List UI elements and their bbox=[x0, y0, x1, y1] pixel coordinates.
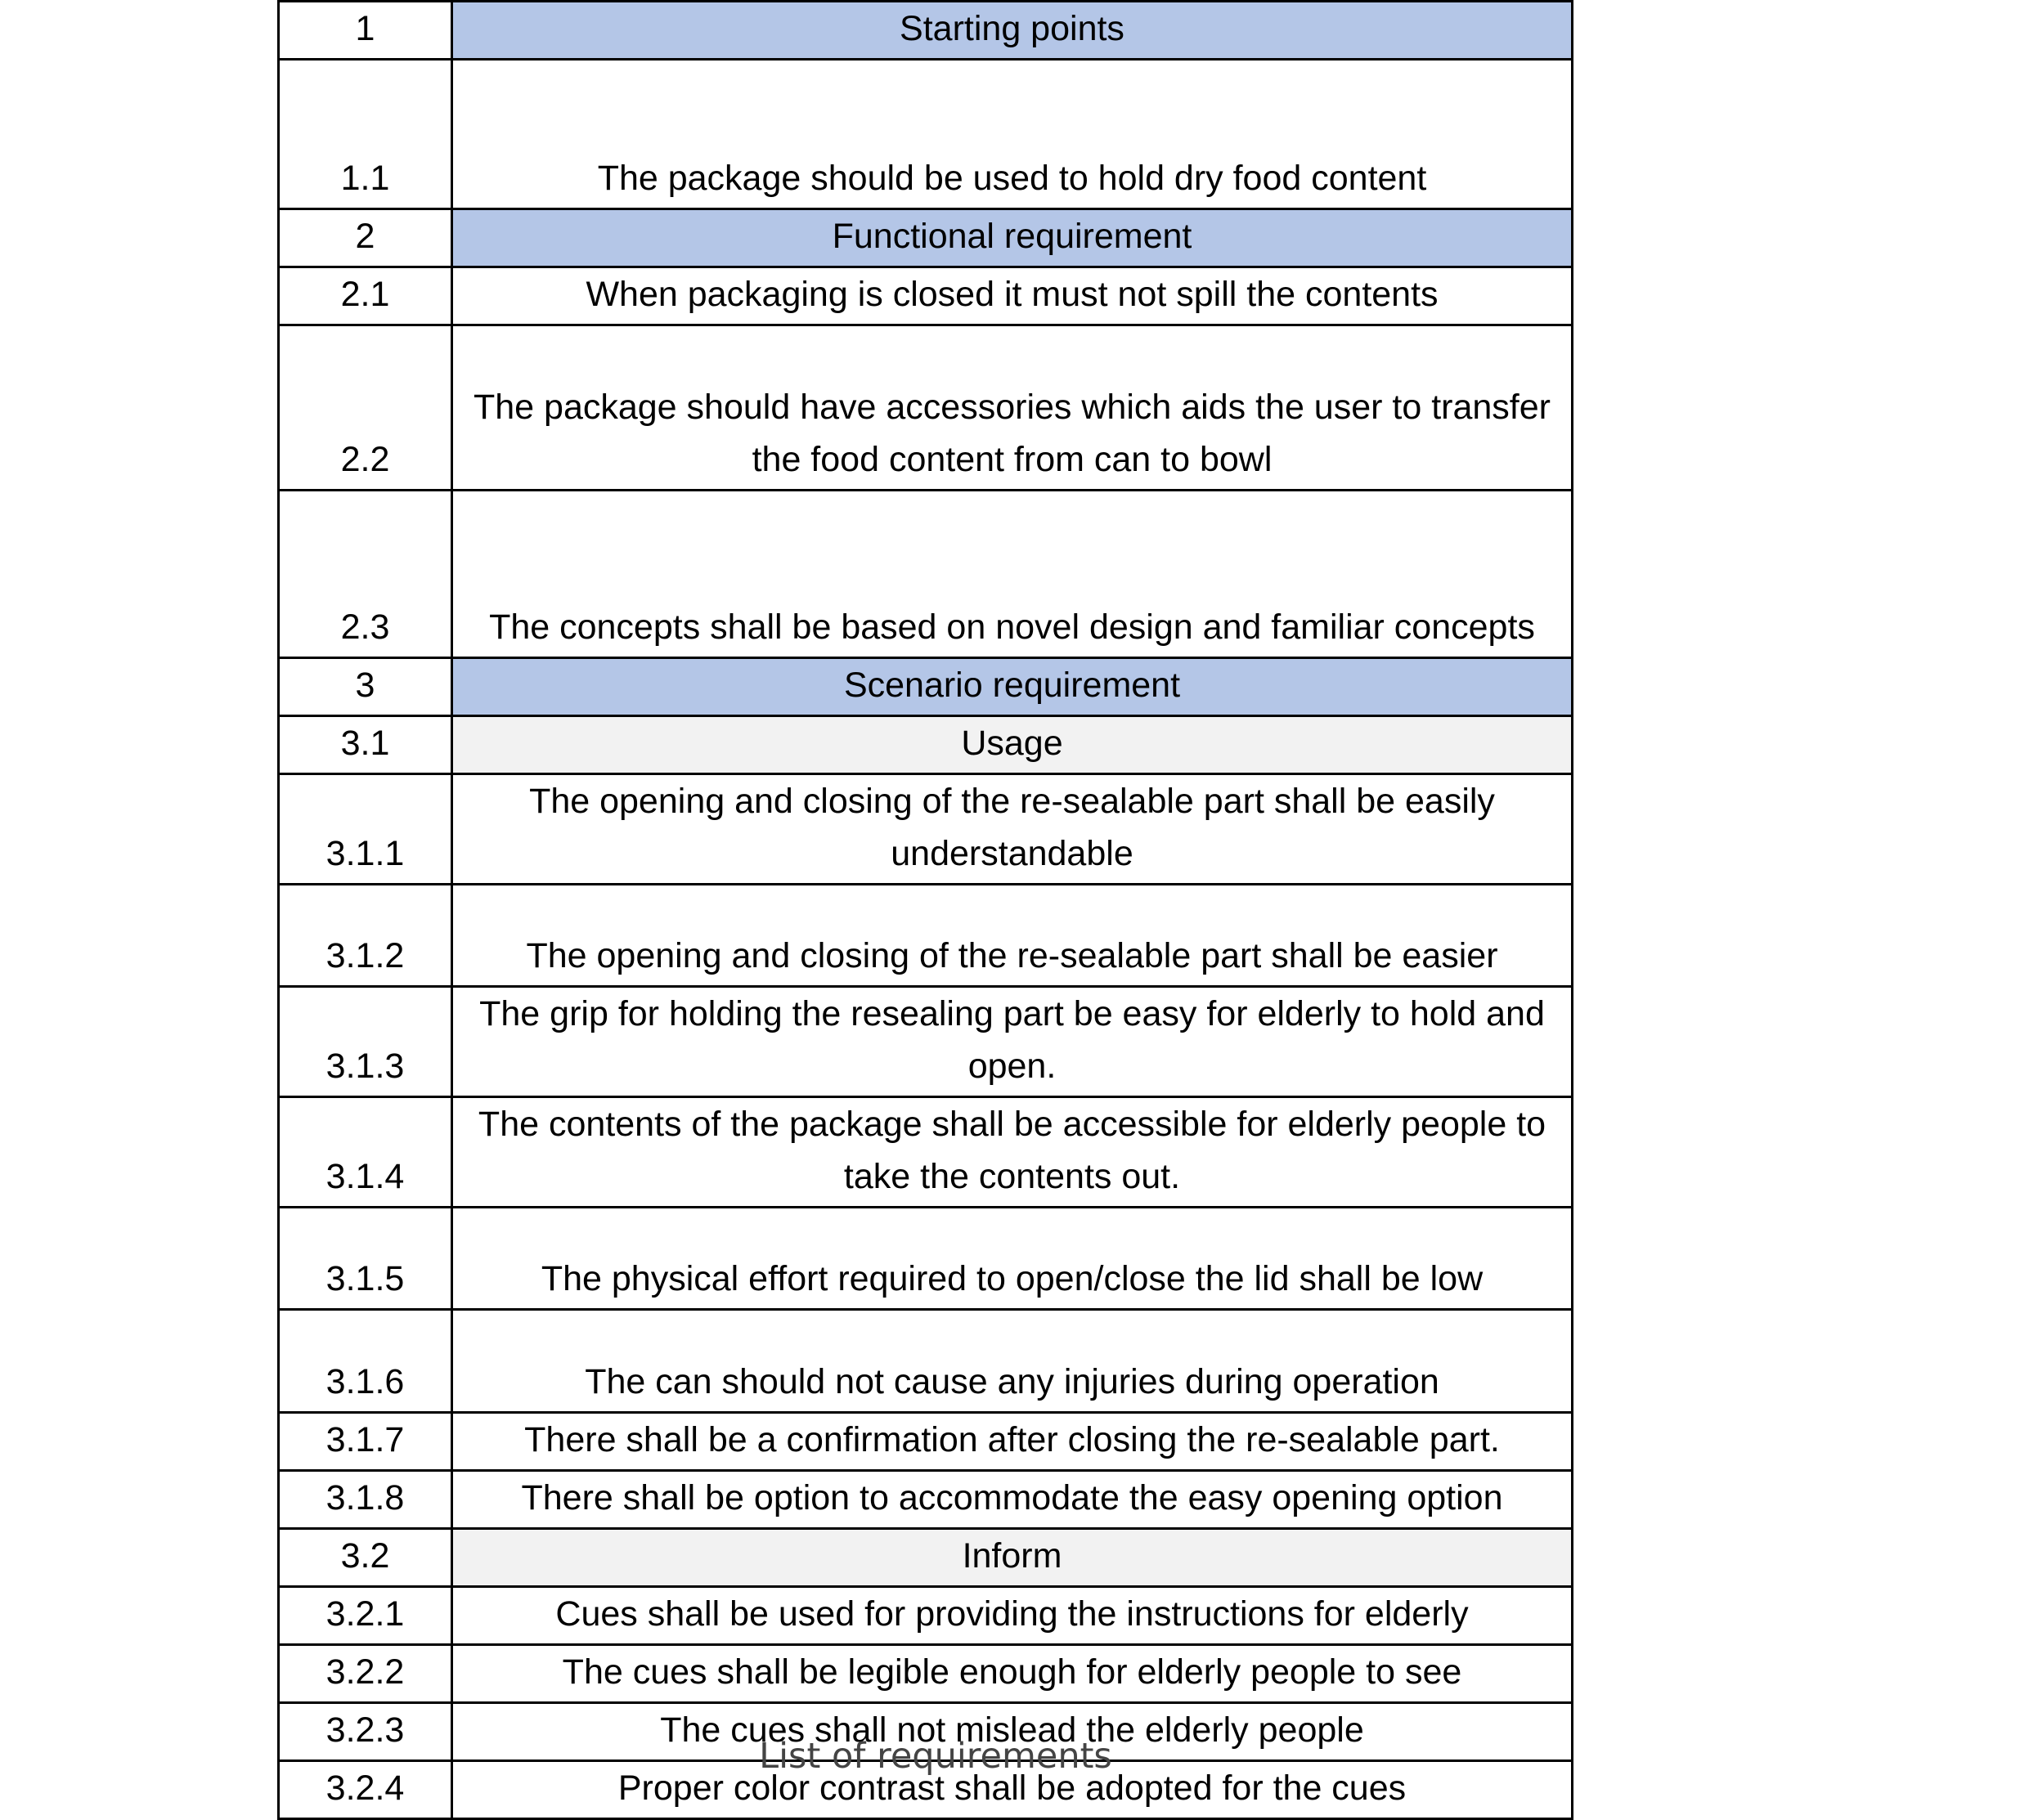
requirement-text: There shall be option to accommodate the… bbox=[451, 1469, 1573, 1530]
requirement-text: The opening and closing of the re-sealab… bbox=[451, 773, 1573, 885]
table-row: 3.1.4 The contents of the package shall … bbox=[277, 1096, 1573, 1208]
requirement-text: When packaging is closed it must not spi… bbox=[451, 266, 1573, 326]
requirement-text: The cues shall be legible enough for eld… bbox=[451, 1643, 1573, 1704]
requirement-text: The contents of the package shall be acc… bbox=[451, 1096, 1573, 1208]
requirement-text: Cues shall be used for providing the ins… bbox=[451, 1585, 1573, 1646]
row-number: 3.1.2 bbox=[277, 883, 453, 988]
requirement-text: The physical effort required to open/clo… bbox=[451, 1206, 1573, 1311]
row-number: 2.1 bbox=[277, 266, 453, 326]
table-row: 1 Starting points bbox=[277, 0, 1573, 61]
row-number: 3.1.3 bbox=[277, 985, 453, 1098]
table-row: 3.1.2 The opening and closing of the re-… bbox=[277, 883, 1573, 988]
row-number: 2.2 bbox=[277, 324, 453, 491]
table-row: 3.1.8 There shall be option to accommoda… bbox=[277, 1469, 1573, 1530]
table-row: 3 Scenario requirement bbox=[277, 657, 1573, 717]
requirement-text: There shall be a confirmation after clos… bbox=[451, 1411, 1573, 1472]
table-caption: List of requirements bbox=[759, 1736, 1112, 1777]
row-number: 3.2.3 bbox=[277, 1701, 453, 1762]
requirement-text: The can should not cause any injuries du… bbox=[451, 1308, 1573, 1414]
row-number: 3 bbox=[277, 657, 453, 717]
table-row: 3.2 Inform bbox=[277, 1527, 1573, 1588]
table-row: 3.1.6 The can should not cause any injur… bbox=[277, 1308, 1573, 1414]
row-number: 3.2.2 bbox=[277, 1643, 453, 1704]
requirement-text: The package should be used to hold dry f… bbox=[451, 58, 1573, 210]
table-row: 3.2.3 The cues shall not mislead the eld… bbox=[277, 1701, 1573, 1762]
subsection-heading: Inform bbox=[451, 1527, 1573, 1588]
table-row: 3.1.5 The physical effort required to op… bbox=[277, 1206, 1573, 1311]
table-row: 3.1.7 There shall be a confirmation afte… bbox=[277, 1411, 1573, 1472]
table-row: 3.2.2 The cues shall be legible enough f… bbox=[277, 1643, 1573, 1704]
requirement-text: The grip for holding the resealing part … bbox=[451, 985, 1573, 1098]
row-number: 3.1.4 bbox=[277, 1096, 453, 1208]
table-row: 3.1.1 The opening and closing of the re-… bbox=[277, 773, 1573, 885]
row-number: 3.1.8 bbox=[277, 1469, 453, 1530]
row-number: 1 bbox=[277, 0, 453, 61]
section-heading: Functional requirement bbox=[451, 208, 1573, 268]
row-number: 3.1.7 bbox=[277, 1411, 453, 1472]
table-row: 2 Functional requirement bbox=[277, 208, 1573, 268]
table-row: 2.1 When packaging is closed it must not… bbox=[277, 266, 1573, 326]
row-number: 2 bbox=[277, 208, 453, 268]
section-heading: Scenario requirement bbox=[451, 657, 1573, 717]
requirements-table: 1 Starting points 1.1 The package should… bbox=[277, 0, 1573, 1820]
row-number: 1.1 bbox=[277, 58, 453, 210]
row-number: 2.3 bbox=[277, 489, 453, 659]
row-number: 3.2 bbox=[277, 1527, 453, 1588]
row-number: 3.2.1 bbox=[277, 1585, 453, 1646]
table-row: 2.3 The concepts shall be based on novel… bbox=[277, 489, 1573, 659]
requirement-text: The package should have accessories whic… bbox=[451, 324, 1573, 491]
row-number: 3.1.1 bbox=[277, 773, 453, 885]
requirement-text: The cues shall not mislead the elderly p… bbox=[451, 1701, 1573, 1762]
requirement-text: The opening and closing of the re-sealab… bbox=[451, 883, 1573, 988]
table-row: 3.1.3 The grip for holding the resealing… bbox=[277, 985, 1573, 1098]
requirement-text: The concepts shall be based on novel des… bbox=[451, 489, 1573, 659]
row-number: 3.1 bbox=[277, 715, 453, 775]
table-row: 3.1 Usage bbox=[277, 715, 1573, 775]
table-row: 3.2.1 Cues shall be used for providing t… bbox=[277, 1585, 1573, 1646]
subsection-heading: Usage bbox=[451, 715, 1573, 775]
row-number: 3.1.5 bbox=[277, 1206, 453, 1311]
table-row: 1.1 The package should be used to hold d… bbox=[277, 58, 1573, 210]
section-heading: Starting points bbox=[451, 0, 1573, 61]
table-row: 2.2 The package should have accessories … bbox=[277, 324, 1573, 491]
row-number: 3.1.6 bbox=[277, 1308, 453, 1414]
